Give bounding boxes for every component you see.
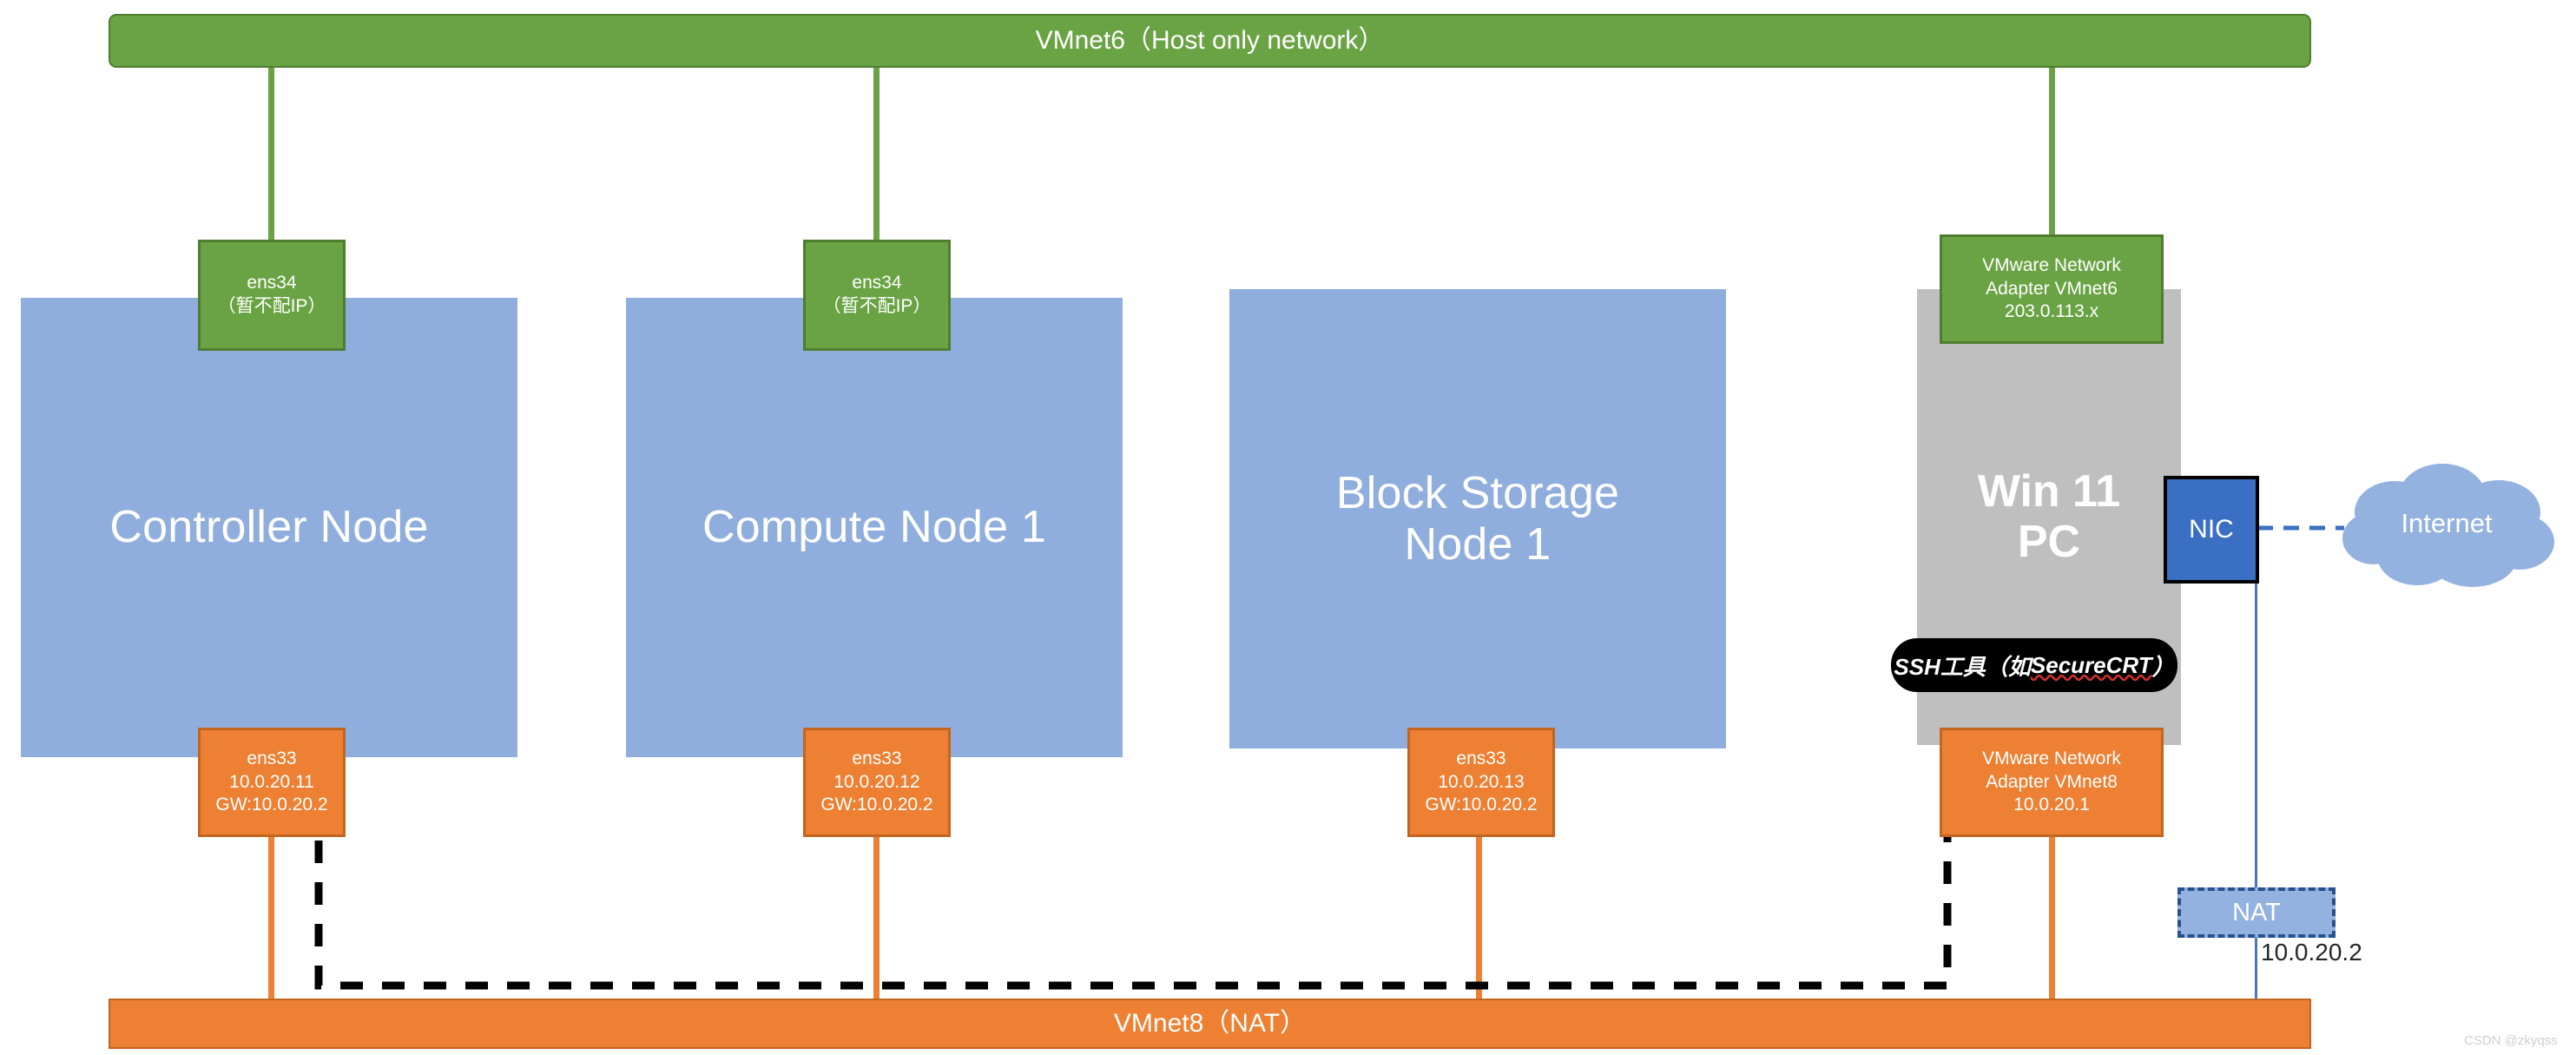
vm-node-block-storage1[interactable]: Block Storage Node 1 [1229, 289, 1726, 748]
adapter-ens34-controller[interactable]: ens34 （暂不配IP） [198, 240, 346, 351]
vmnet6-link-controller [268, 67, 274, 243]
nat-ip-value: 10.0.20.2 [2261, 939, 2362, 966]
ens33-name-block-storage1: ens33 [1456, 748, 1506, 768]
ens33-gateway-compute1: GW:10.0.20.2 [820, 795, 933, 815]
vmnet8-link-host-adapter [2049, 836, 2055, 1001]
ens34-name-controller: ens34 [247, 273, 297, 293]
ens34-note-controller: （暂不配IP） [217, 296, 326, 316]
vmnet8-link-compute1 [873, 836, 880, 1001]
ssh-tool-prefix: SSH工具（如 [1894, 653, 2031, 680]
nat-ip-label: 10.0.20.2 [2261, 939, 2362, 966]
ssh-tool-app-name: SecureCRT [2030, 651, 2152, 678]
nic-label: NIC [2189, 515, 2234, 544]
vmnet6-network-bar[interactable]: VMnet6（Host only network） [109, 14, 2311, 68]
ens33-ip-compute1: 10.0.20.12 [833, 771, 920, 792]
vmnet8-adapter-ip: 10.0.20.1 [2013, 795, 2090, 815]
adapter-ens33-compute1[interactable]: ens33 10.0.20.12 GW:10.0.20.2 [803, 728, 951, 837]
internet-cloud [2342, 464, 2554, 587]
vm-node-controller[interactable]: Controller Node [21, 298, 517, 757]
ens34-name-compute1: ens34 [852, 273, 902, 293]
vm-node-compute1[interactable]: Compute Node 1 [626, 298, 1123, 757]
vmnet8-link-block-storage1 [1476, 836, 1482, 1001]
csdn-watermark: CSDN @zkyqss [2464, 1033, 2558, 1048]
ens33-gateway-block-storage1: GW:10.0.20.2 [1425, 795, 1538, 815]
nat-label: NAT [2232, 898, 2281, 926]
adapter-vmnet6-host[interactable]: VMware Network Adapter VMnet6 203.0.113.… [1940, 234, 2164, 344]
nic-nat-link [2255, 580, 2257, 1001]
vmnet6-adapter-ip: 203.0.113.x [2004, 301, 2099, 322]
ens34-note-compute1: （暂不配IP） [822, 296, 932, 316]
block-storage1-title-line2: Node 1 [1404, 518, 1552, 570]
vmnet6-adapter-line1: VMware Network [1982, 254, 2121, 275]
vmnet8-label: VMnet8（NAT） [1113, 1009, 1307, 1039]
ens33-ip-controller: 10.0.20.11 [229, 771, 314, 792]
ens33-name-controller: ens33 [247, 748, 297, 768]
ssh-tool-suffix: ） [2151, 653, 2175, 680]
vmnet6-link-host-pc [2049, 67, 2055, 237]
ens33-ip-block-storage1: 10.0.20.13 [1438, 771, 1525, 792]
nat-box[interactable]: NAT [2177, 887, 2336, 938]
vmnet8-network-bar[interactable]: VMnet8（NAT） [109, 999, 2311, 1049]
vmnet6-link-compute1 [873, 67, 880, 243]
adapter-ens34-compute1[interactable]: ens34 （暂不配IP） [803, 240, 951, 351]
compute1-node-title: Compute Node 1 [702, 502, 1046, 553]
vmnet8-adapter-line1: VMware Network [1982, 748, 2121, 768]
adapter-vmnet8-host[interactable]: VMware Network Adapter VMnet8 10.0.20.1 [1940, 728, 2164, 837]
host-pc-title-line2: PC [2017, 516, 2081, 567]
adapter-ens33-controller[interactable]: ens33 10.0.20.11 GW:10.0.20.2 [198, 728, 346, 837]
block-storage1-title-line1: Block Storage [1335, 468, 1620, 519]
adapter-ens33-block-storage1[interactable]: ens33 10.0.20.13 GW:10.0.20.2 [1407, 728, 1555, 837]
host-pc-title-line1: Win 11 [1977, 466, 2121, 518]
nic-box[interactable]: NIC [2164, 476, 2259, 584]
ens33-name-compute1: ens33 [852, 748, 902, 768]
vmnet6-adapter-line2: Adapter VMnet6 [1986, 278, 2118, 299]
controller-node-title: Controller Node [109, 502, 429, 553]
vmnet6-label: VMnet6（Host only network） [1035, 26, 1385, 56]
vmnet8-link-controller [268, 836, 274, 1001]
internet-label: Internet [2401, 508, 2493, 538]
ens33-gateway-controller: GW:10.0.20.2 [215, 795, 328, 815]
vmnet8-adapter-line2: Adapter VMnet8 [1986, 771, 2118, 792]
